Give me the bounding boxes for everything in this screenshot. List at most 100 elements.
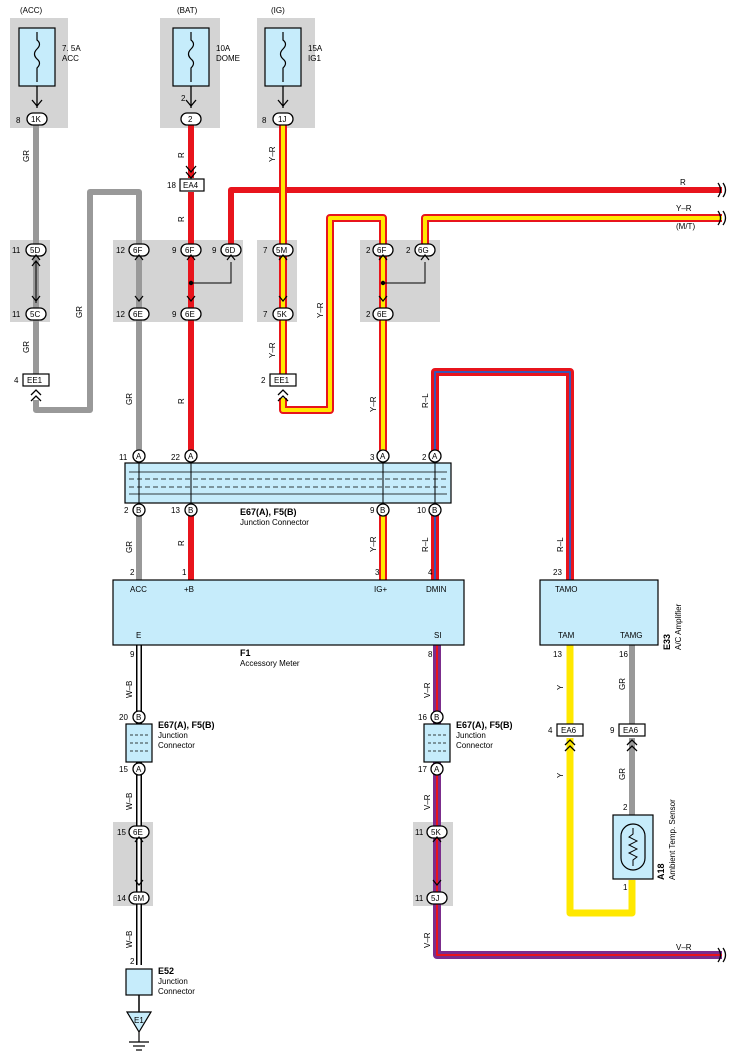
wire-label-yr-right: Y–R — [676, 204, 692, 213]
meter-pin-1: 1 — [182, 568, 187, 577]
pin-num-5k-k: 11 — [415, 828, 424, 837]
pin-num-5j: 11 — [415, 894, 424, 903]
jc-top-c-4: A — [432, 452, 438, 461]
pin-6e-b: 6E — [185, 310, 195, 319]
jc-top-pin-3: 3 — [370, 453, 375, 462]
amp-pin-13: 13 — [553, 650, 562, 659]
ee1-mid-label: EE1 — [274, 376, 290, 385]
wire-label-yr-2: Y–R — [268, 342, 277, 358]
accessory-meter: 2 ACC 1 +B 3 IG+ 4 DMIN E SI 9 8 F1 Acce… — [112, 568, 465, 668]
pin-num-6e-d: 2 — [366, 310, 371, 319]
ea6-left-pin: 4 — [548, 726, 553, 735]
amp-pin-16: 16 — [619, 650, 628, 659]
jcr-top-c: B — [434, 713, 439, 722]
pin-6g: 6G — [418, 246, 429, 255]
wire-label-gr-4: GR — [125, 393, 134, 405]
meter-pin-9: 9 — [130, 650, 135, 659]
wire-label-r-4: R — [177, 540, 186, 546]
jc-top-pin-22: 22 — [171, 453, 180, 462]
junction-connector-e52: 2 E52 Junction Connector — [125, 957, 195, 996]
connector-ee1-mid: 2 EE1 — [261, 373, 297, 402]
ground-label: E1 — [134, 1016, 144, 1025]
pin-6f-a: 6F — [133, 246, 142, 255]
jc-bot-pin-2: 2 — [124, 506, 129, 515]
wire-label-y-2: Y — [556, 772, 565, 778]
e52-code: E52 — [158, 966, 174, 976]
amp-term-tamg: TAMG — [620, 631, 643, 640]
ea6-left-label: EA6 — [561, 726, 577, 735]
wire-label-yr-4: Y–R — [369, 396, 378, 412]
inline-connectors-lower: 15 6E 14 6M 11 5K 11 5J — [117, 825, 448, 905]
meter-code: F1 — [240, 648, 251, 658]
pin-6d: 6D — [225, 246, 235, 255]
pin-6e-a: 6E — [133, 310, 143, 319]
jcl-bot-c: A — [136, 765, 142, 774]
pin-num-6f-b: 9 — [172, 246, 177, 255]
jc-bot-pin-13: 13 — [171, 506, 180, 515]
jcr-code: E67(A), F5(B) — [456, 720, 513, 730]
jc-top-c-2: A — [188, 452, 194, 461]
jcr-label1: Junction — [456, 731, 486, 740]
wire-label-vr-2: V–R — [423, 794, 432, 810]
amp-pin-23: 23 — [553, 568, 562, 577]
jcl-top-pin: 20 — [119, 713, 128, 722]
pin-num-5d: 11 — [12, 246, 21, 255]
amp-term-tamo: TAMO — [555, 585, 578, 594]
e52-pin: 2 — [130, 957, 135, 966]
wire-label-r-3: R — [177, 398, 186, 404]
pin-num-6d: 9 — [212, 246, 217, 255]
jc-bot-c-2: B — [188, 506, 193, 515]
meter-term-acc: ACC — [130, 585, 147, 594]
wire-label-y-1: Y — [556, 684, 565, 690]
amp-name: A/C Amplifier — [674, 603, 683, 650]
meter-term-ig: IG+ — [374, 585, 387, 594]
wire-label-gr-1: GR — [22, 150, 31, 162]
pin-num-5k: 7 — [263, 310, 268, 319]
ee1-left-pin: 4 — [14, 376, 19, 385]
ground-e1: E1 — [125, 1011, 153, 1051]
connector-ea4-pin: 18 — [167, 181, 176, 190]
meter-name: Accessory Meter — [240, 659, 300, 668]
wire-rl — [431, 368, 574, 582]
pin-num-6f-a: 12 — [116, 246, 125, 255]
wire-label-yr-1: Y–R — [268, 146, 277, 162]
wire-label-wb-1: W–B — [125, 681, 134, 698]
amp-code: E33 — [662, 634, 672, 650]
wire-label-wb-2: W–B — [125, 793, 134, 810]
meter-term-dmin: DMIN — [426, 585, 447, 594]
wire-label-wb-3: W–B — [125, 931, 134, 948]
jcl-label2: Connector — [158, 741, 195, 750]
jc-bot-c-4: B — [432, 506, 437, 515]
fuse-acc: (ACC) 7. 5A ACC 8 1K — [16, 6, 81, 126]
wire-label-gr-5: GR — [125, 541, 134, 553]
meter-pin-4: 4 — [428, 568, 433, 577]
jcr-label2: Connector — [456, 741, 493, 750]
pin-5m: 5M — [276, 246, 287, 255]
jc-top-c-3: A — [380, 452, 386, 461]
jc-bot-pin-9: 9 — [370, 506, 375, 515]
fuse-ig: (IG) 15A IG1 8 1J — [262, 6, 323, 126]
pin-num-5m: 7 — [263, 246, 268, 255]
wire-label-vr-3: V–R — [423, 932, 432, 948]
fuse-bat-source: (BAT) — [177, 6, 198, 15]
wire-vr — [433, 645, 722, 959]
pin-num-6e-m: 15 — [117, 828, 126, 837]
meter-pin-8: 8 — [428, 650, 433, 659]
wire-label-gr-2: GR — [22, 341, 31, 353]
wire-label-vr-right: V–R — [676, 943, 692, 952]
jcr-top-pin: 16 — [418, 713, 427, 722]
meter-pin-2: 2 — [130, 568, 135, 577]
wire-label-gr-6: GR — [618, 678, 627, 690]
wire-label-rl-1: R–L — [421, 393, 430, 408]
sensor-pin-bot: 1 — [623, 883, 628, 892]
fuse-ig-conn: 1J — [278, 115, 286, 124]
connector-ea4-label: EA4 — [183, 181, 199, 190]
e52-label2: Connector — [158, 987, 195, 996]
junction-connector-left: 20 B 15 A E67(A), F5(B) Junction Connect… — [119, 710, 215, 776]
pin-6e-d: 6E — [377, 310, 387, 319]
fuse-bat-rating: 10A — [216, 44, 231, 53]
jcr-bot-c: A — [434, 765, 440, 774]
pin-num-6e-b: 9 — [172, 310, 177, 319]
fuse-ig-rating: 15A — [308, 44, 323, 53]
junction-connector-right: 16 B 17 A E67(A), F5(B) Junction Connect… — [418, 710, 513, 776]
